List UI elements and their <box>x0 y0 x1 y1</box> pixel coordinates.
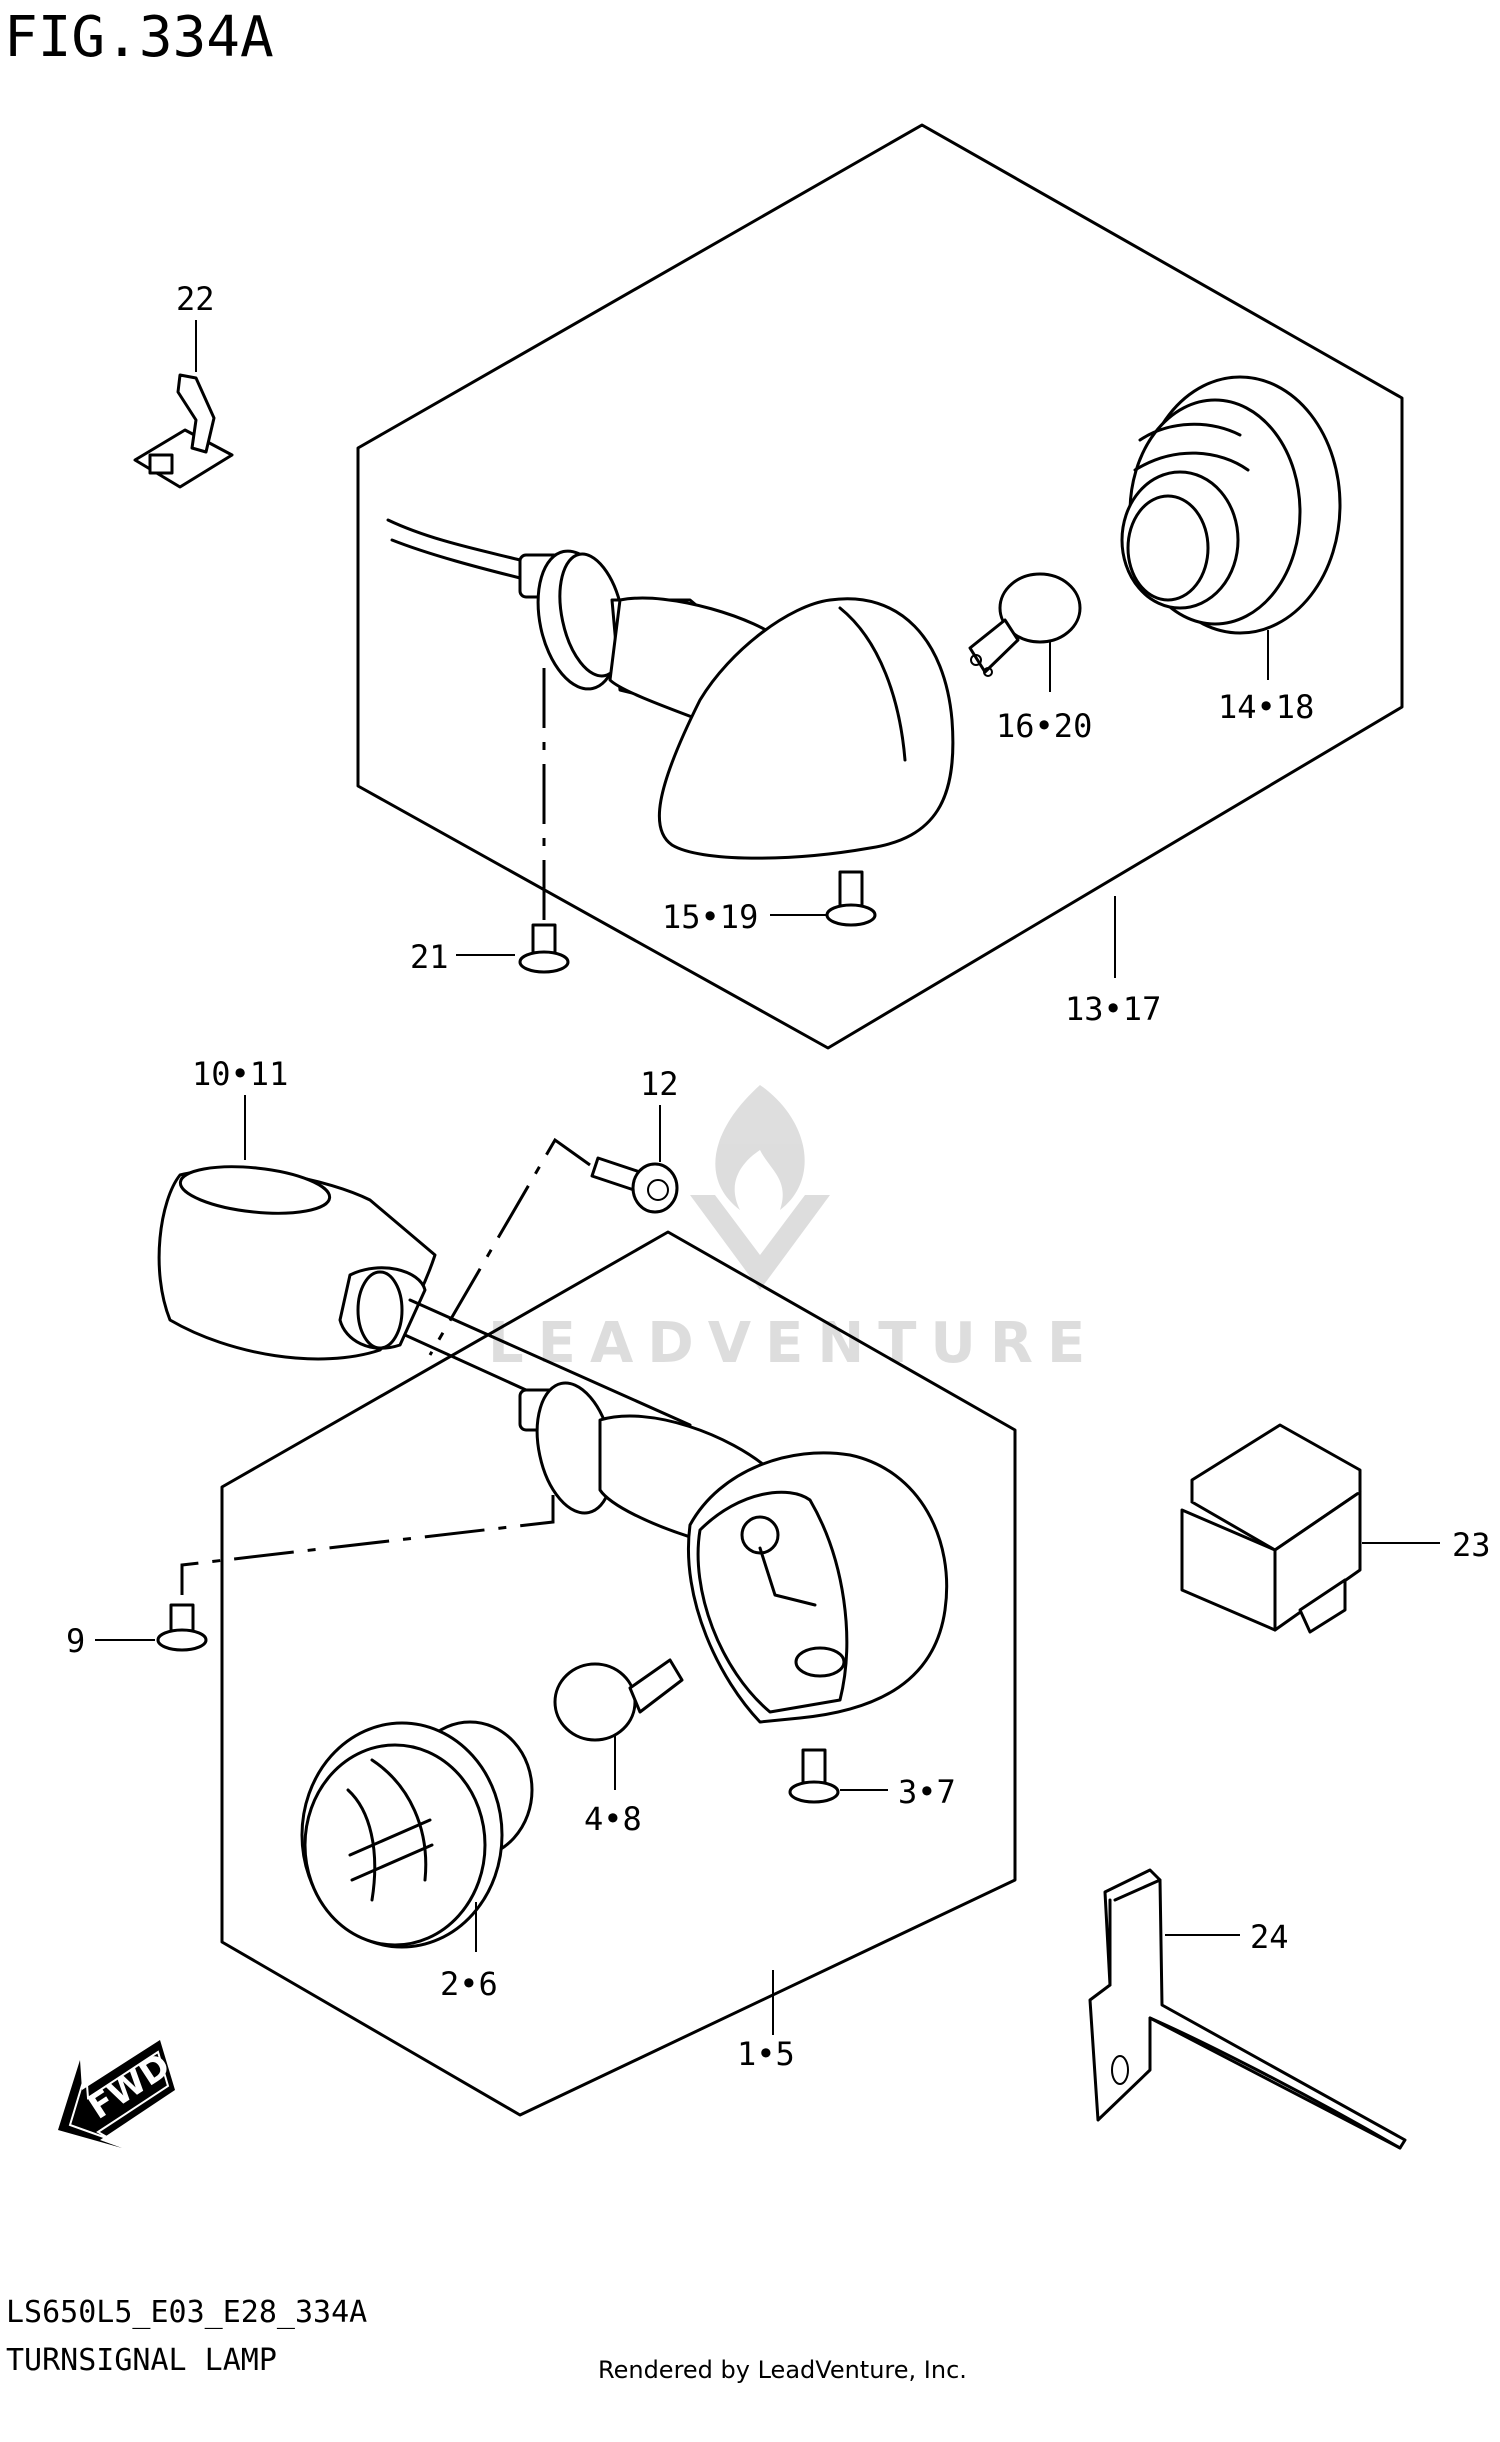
render-credit: Rendered by LeadVenture, Inc. <box>598 2356 967 2384</box>
flame-icon <box>715 1085 805 1210</box>
callout-3-7: 3•7 <box>898 1773 956 1811</box>
callout-15-19: 15•19 <box>662 898 758 936</box>
rear-screw-15-19 <box>825 870 877 927</box>
clip-part-22 <box>133 373 234 489</box>
rear-lamp-wire <box>386 518 522 580</box>
fwd-arrow-icon: FWD <box>58 2040 178 2148</box>
bolt-dash-line <box>428 1137 591 1356</box>
assembly-frame-rear <box>356 123 1404 1050</box>
callout-13-17: 13•17 <box>1065 990 1161 1028</box>
flasher-relay-23 <box>1180 1423 1362 1634</box>
rear-lamp-housing <box>657 597 955 860</box>
watermark: LEADVENTURE <box>488 1085 1099 1376</box>
figure-title: FIG.334A <box>4 5 274 70</box>
front-screw-3-7 <box>788 1748 840 1804</box>
front-dash-line <box>180 1495 555 1595</box>
callout-21: 21 <box>410 938 449 976</box>
assembly-frame-front <box>220 1230 1017 2117</box>
watermark-text: LEADVENTURE <box>488 1311 1099 1376</box>
callout-9: 9 <box>66 1622 85 1660</box>
front-lens <box>300 1720 534 1949</box>
callout-16-20: 16•20 <box>996 707 1092 745</box>
callout-14-18: 14•18 <box>1218 688 1314 726</box>
callout-1-5: 1•5 <box>737 2035 795 2073</box>
rear-lens <box>1120 375 1342 635</box>
figure-name: TURNSIGNAL LAMP <box>6 2343 277 2378</box>
rear-bulb <box>968 572 1082 677</box>
bolt-12 <box>590 1156 679 1214</box>
callout-22: 22 <box>176 280 215 318</box>
callout-2-6: 2•6 <box>440 1965 498 2003</box>
bracket-24 <box>1088 1868 1407 2150</box>
front-bulb <box>553 1658 684 1742</box>
callout-10-11: 10•11 <box>192 1055 288 1093</box>
front-screw-9 <box>156 1603 208 1652</box>
mount-bracket <box>157 1165 692 1462</box>
rear-lamp-socket <box>518 549 782 722</box>
callout-4-8: 4•8 <box>584 1800 642 1838</box>
figure-code: LS650L5_E03_E28_334A <box>6 2295 367 2330</box>
callout-12: 12 <box>640 1065 679 1103</box>
callout-24: 24 <box>1250 1918 1289 1956</box>
front-lamp-housing <box>687 1451 949 1724</box>
rear-screw-21 <box>518 923 570 974</box>
callout-23: 23 <box>1452 1526 1491 1564</box>
v-mark-icon <box>690 1195 830 1290</box>
